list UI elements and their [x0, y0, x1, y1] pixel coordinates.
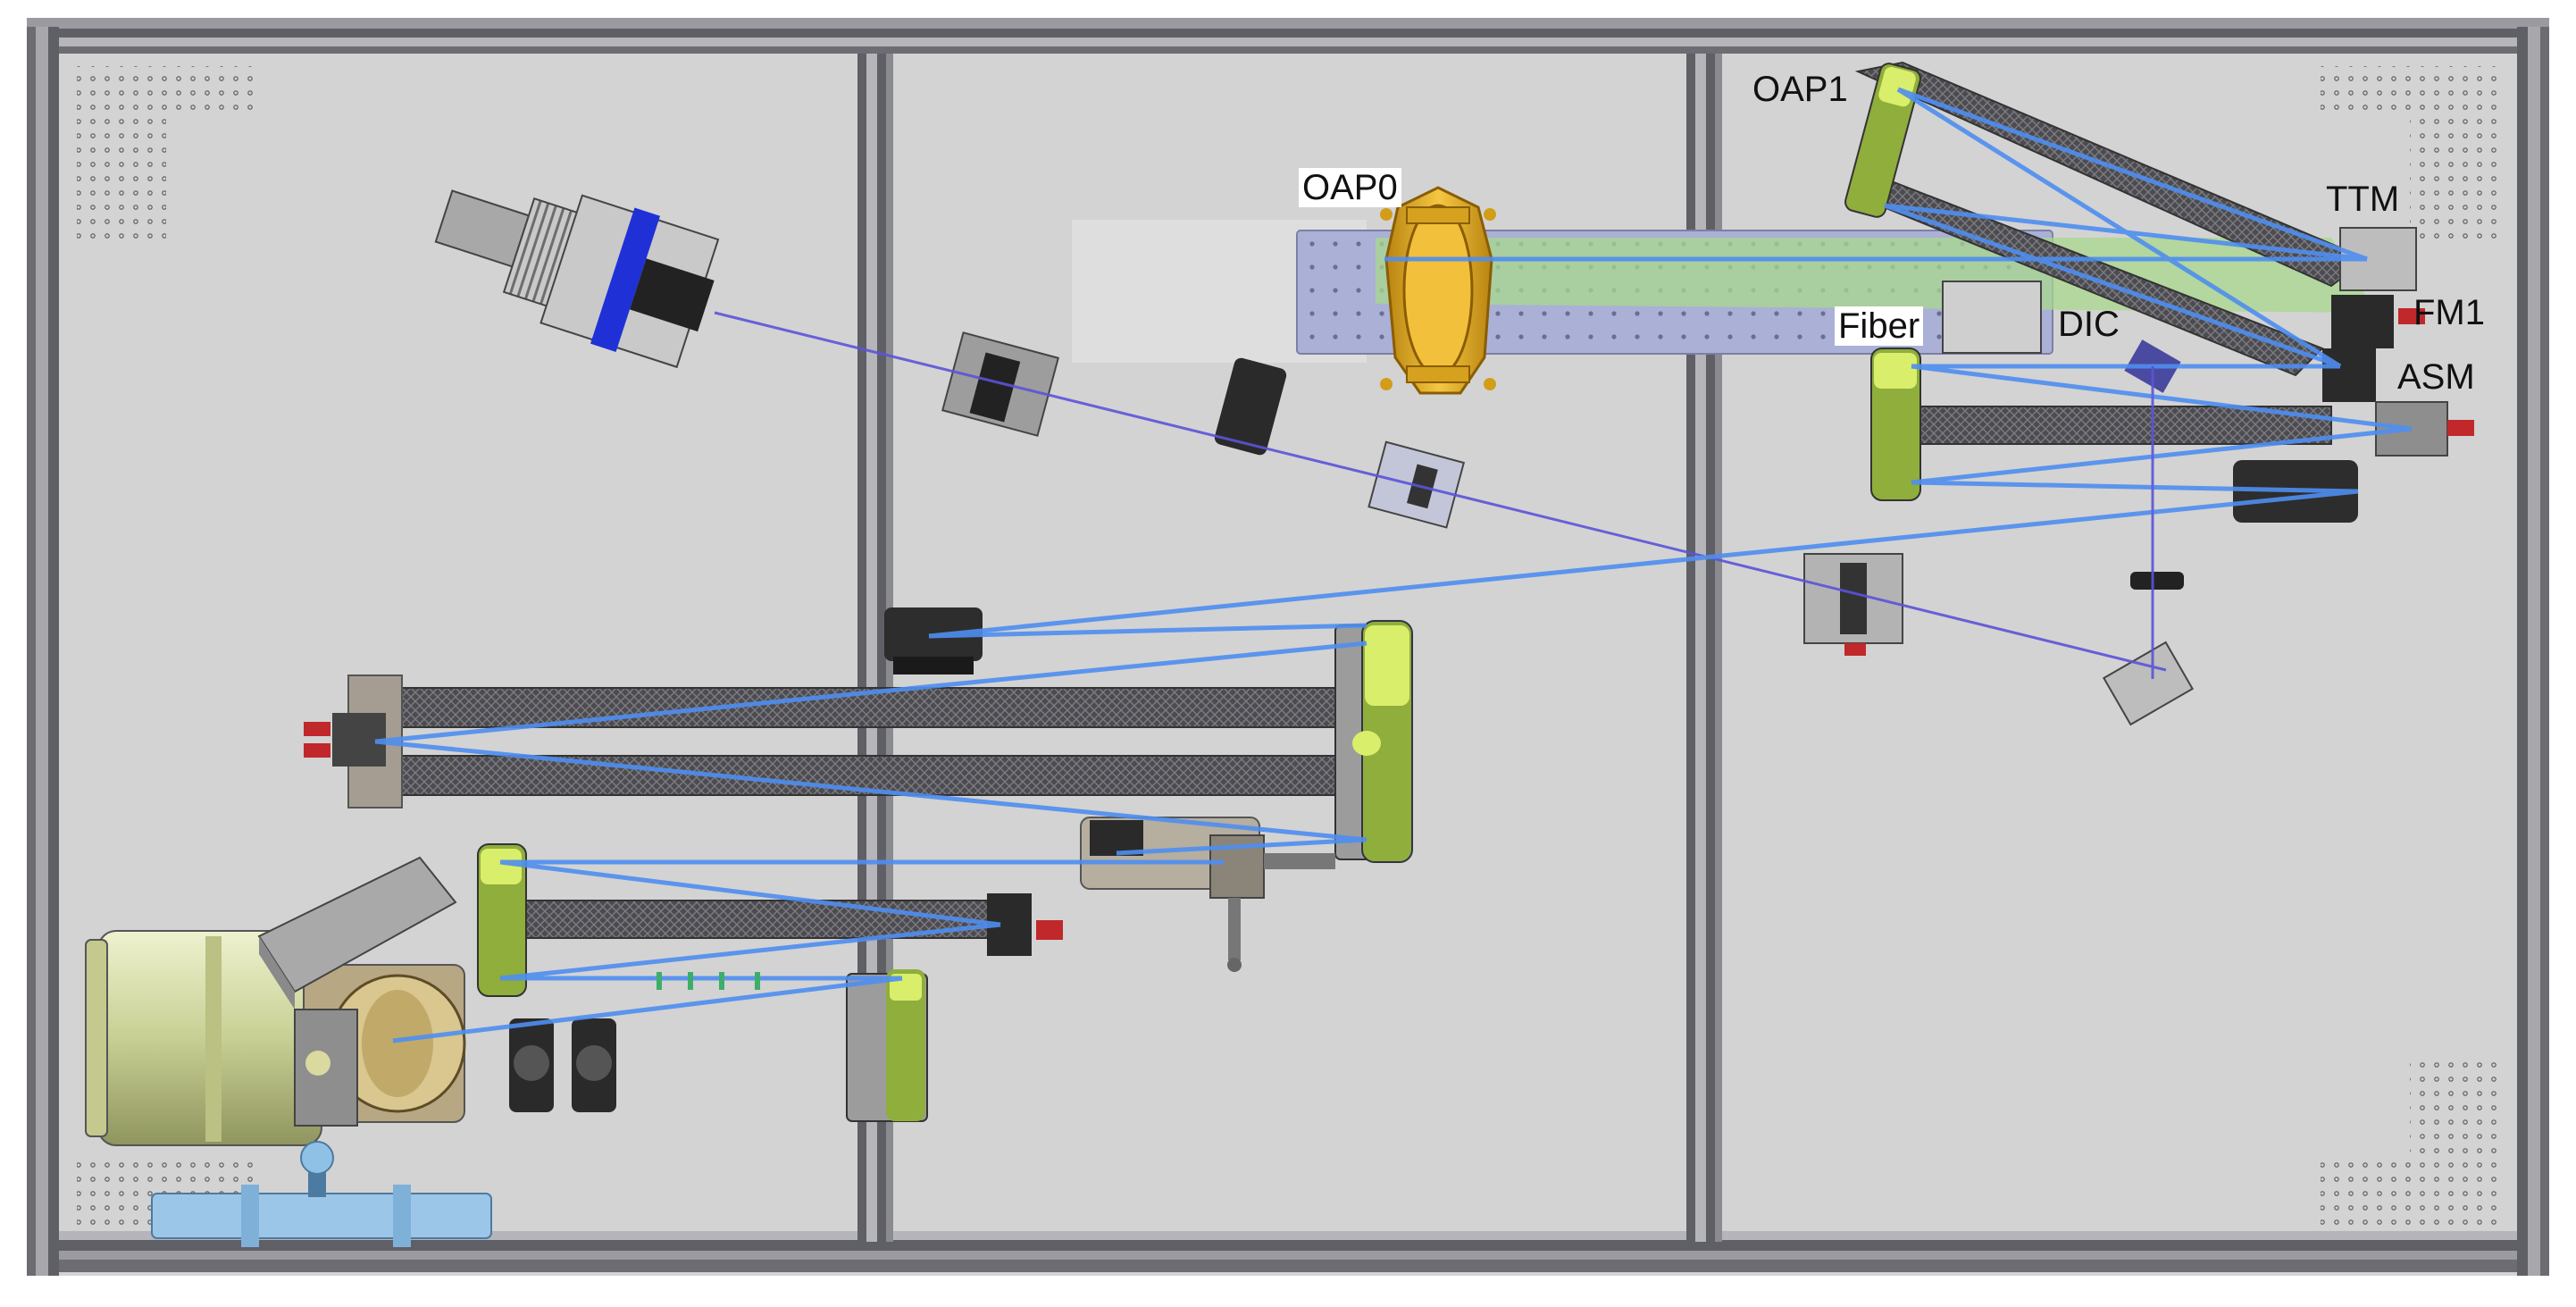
- label-oap0: OAP0: [1299, 168, 1401, 207]
- label-oap1: OAP1: [1752, 70, 1848, 109]
- label-fiber: Fiber: [1835, 306, 1924, 346]
- camera: [85, 856, 466, 1146]
- beams: [374, 87, 2413, 1043]
- cooling-pipe: [151, 1141, 492, 1247]
- small-mirror-stack: [477, 843, 928, 1122]
- fiber-stage: [1803, 553, 1903, 656]
- label-ttm: TTM: [2326, 180, 2400, 219]
- beam-posts: [657, 972, 760, 990]
- fiber-mirror-right: [1870, 348, 1921, 501]
- label-dic: DIC: [2058, 305, 2120, 344]
- green-beam: [1376, 238, 2376, 313]
- fiber-connector: [1942, 281, 2042, 354]
- label-asm: ASM: [2397, 357, 2475, 397]
- fm1-mount: [2331, 295, 2425, 348]
- table-hole-patterns: [77, 66, 2499, 1229]
- oap0-mount: [1380, 186, 1496, 395]
- beam-blocker: [2130, 572, 2184, 590]
- frame: [27, 18, 2549, 1276]
- relay-mirror-large: [1334, 620, 1413, 863]
- label-fm1: FM1: [2413, 293, 2485, 332]
- mount-black-relay: [884, 607, 983, 674]
- pickoff-mount: [2102, 641, 2195, 726]
- source-assembly: [434, 189, 720, 369]
- lens-mount-2: [1214, 357, 1287, 456]
- filter-wheels: [509, 1018, 616, 1112]
